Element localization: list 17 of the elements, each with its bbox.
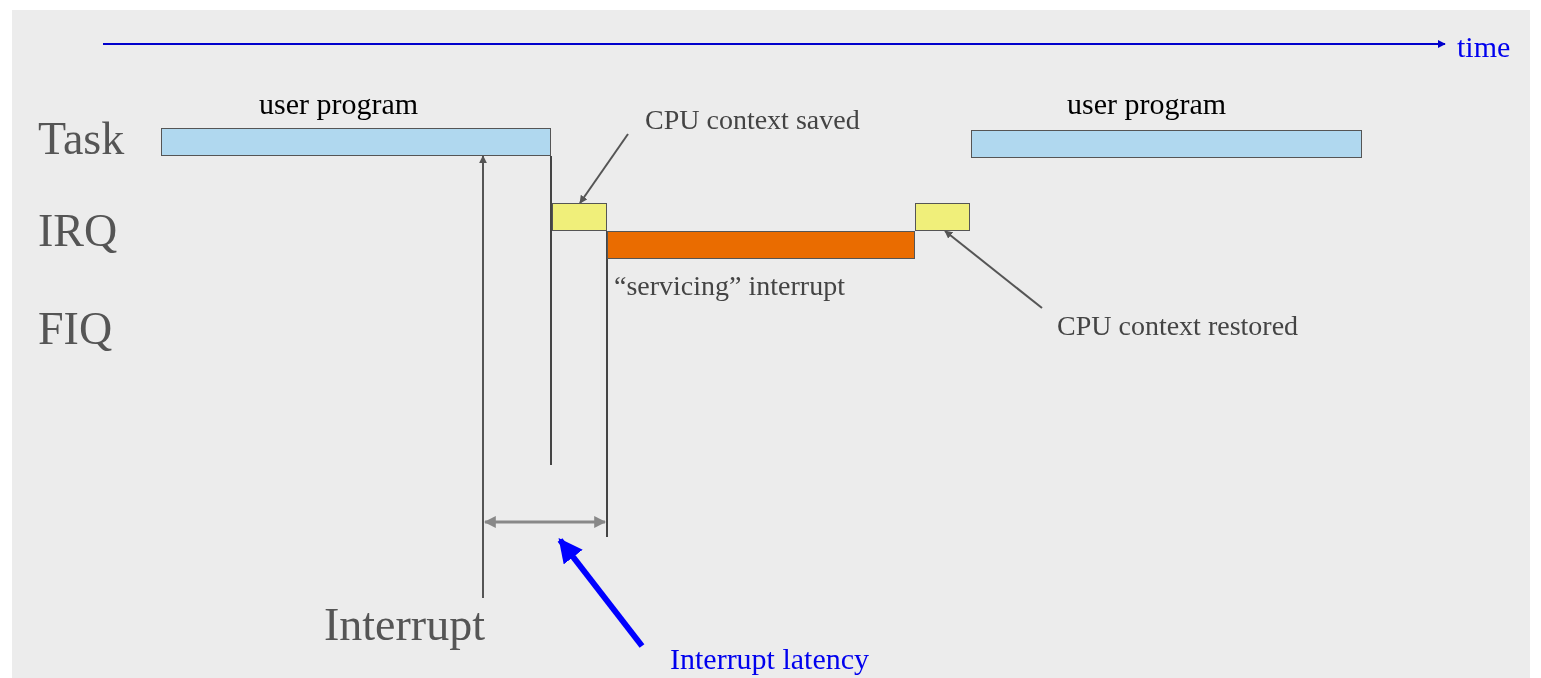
leader-line xyxy=(944,230,1043,309)
bar-label: user program xyxy=(259,89,419,119)
event-label: Interrupt xyxy=(324,602,485,648)
context-restore-bar xyxy=(915,203,970,231)
leader-line xyxy=(579,133,629,204)
row-label: IRQ xyxy=(38,208,118,254)
bar-label: user program xyxy=(1067,89,1227,119)
row-label: Task xyxy=(38,116,125,162)
leader-line xyxy=(479,155,487,599)
annotation-text: CPU context saved xyxy=(645,106,860,134)
axis-label: time xyxy=(1457,32,1511,62)
bar-label: “servicing” interrupt xyxy=(614,272,845,300)
pointer-arrow xyxy=(557,538,645,648)
context-save-bar xyxy=(552,203,607,231)
annotation-text: CPU context restored xyxy=(1057,312,1299,340)
row-label: FIQ xyxy=(38,306,113,352)
annotation-text: Interrupt latency xyxy=(670,644,870,674)
